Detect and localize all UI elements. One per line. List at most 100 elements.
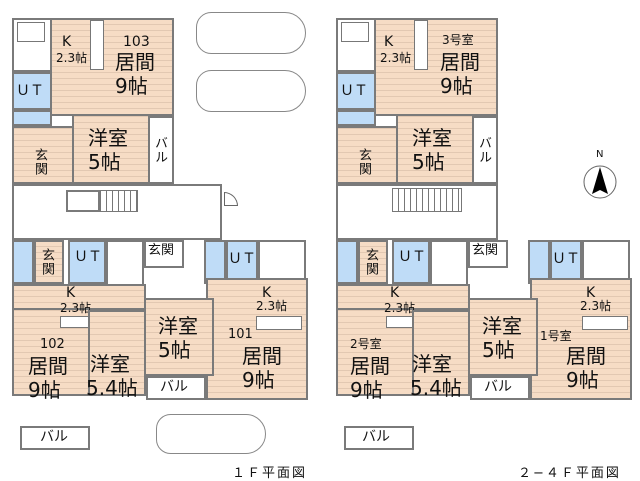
unit-label-2: 2号室 — [350, 337, 382, 351]
living-label: 居間 — [566, 344, 606, 368]
balcony-1 — [470, 376, 530, 400]
western-room-size: 5帖 — [412, 150, 445, 174]
ut-label: ＵＴ — [16, 83, 44, 99]
kitchen-size: 2.3帖 — [60, 301, 92, 315]
entrance-label: 玄関 — [363, 248, 378, 276]
entrance-101 — [144, 240, 184, 268]
living-size: 9帖 — [115, 74, 148, 98]
toilet-2 — [336, 240, 358, 284]
western-room-101 — [144, 298, 214, 376]
western-room-label: 洋室 — [482, 314, 522, 338]
north-arrow-icon — [583, 165, 617, 199]
western-room-102 — [88, 310, 146, 396]
living-size: 9帖 — [566, 368, 599, 392]
staircase — [100, 190, 138, 212]
entrance-label: 玄関 — [472, 243, 499, 258]
plan-caption-1f: １Ｆ平面図 — [232, 466, 308, 481]
western-room-label: 洋室 — [90, 352, 130, 376]
kitchen-size: 2.3帖 — [580, 299, 612, 313]
ut-label: ＵＴ — [398, 249, 426, 265]
living-label: 居間 — [28, 354, 68, 378]
entrance-102 — [34, 240, 64, 284]
living-size: 9帖 — [242, 368, 275, 392]
living-size: 9帖 — [440, 74, 473, 98]
balcony-label: バル — [362, 429, 390, 445]
bathroom-2 — [430, 240, 468, 286]
ut-2 — [392, 240, 430, 284]
kitchen-size: 2.3帖 — [380, 51, 412, 65]
kitchen-size: 2.3帖 — [384, 301, 416, 315]
kitchen-sink-icon — [256, 316, 302, 330]
western-room-2 — [412, 310, 470, 396]
unit-label-102: 102 — [40, 337, 65, 352]
unit-label-103: 103 — [123, 34, 150, 50]
balcony-label: バル — [40, 429, 68, 445]
entrance-label: 玄関 — [148, 243, 175, 258]
entrance-hall-103 — [12, 126, 74, 184]
balcony-3 — [472, 116, 498, 184]
balcony-103 — [148, 116, 174, 184]
compass-label: N — [596, 149, 604, 160]
kitchen-label: K — [66, 285, 76, 301]
kitchen-label: K — [586, 285, 596, 301]
kitchen-102 — [12, 284, 146, 310]
bathtub-icon — [17, 22, 45, 42]
kitchen-label: K — [384, 34, 394, 50]
entrance-1 — [468, 240, 508, 268]
western-room-103 — [72, 114, 150, 184]
car-icon — [156, 414, 266, 454]
western-room-size: 5.4帖 — [86, 376, 138, 400]
western-room-label: 洋室 — [158, 314, 198, 338]
western-room-label: 洋室 — [412, 126, 452, 150]
kitchen-sink-icon — [90, 20, 104, 70]
western-room-3 — [396, 114, 474, 184]
ut-label: ＵＴ — [74, 249, 102, 265]
western-room-size: 5帖 — [88, 150, 121, 174]
entrance-label: 玄関 — [356, 148, 371, 176]
ut-102 — [68, 240, 106, 284]
toilet-103 — [12, 110, 52, 126]
balcony-101 — [146, 376, 206, 400]
staircase — [392, 188, 462, 212]
living-1 — [530, 278, 632, 400]
kitchen-sink-icon — [414, 20, 428, 70]
western-room-size: 5.4帖 — [410, 376, 462, 400]
plan-caption-2-4f: ２−４Ｆ平面図 — [518, 466, 621, 481]
kitchen-label: K — [62, 34, 72, 50]
living-label: 居間 — [440, 50, 480, 74]
kitchen-2 — [336, 284, 470, 310]
floor-plan-1f: ＵＴ K 2.3帖 103 居間 9帖 玄関 洋室 5帖 バル 玄関 ＵＴ K … — [0, 0, 320, 481]
toilet-3 — [336, 110, 376, 126]
unit-label-1: 1号室 — [540, 329, 572, 343]
living-size: 9帖 — [28, 378, 61, 402]
entrance-hall-3 — [336, 126, 398, 184]
unit-label-101: 101 — [228, 327, 253, 342]
storage — [66, 190, 100, 212]
kitchen-sink-icon — [582, 316, 628, 330]
balcony-label: バル — [484, 379, 512, 395]
kitchen-size: 2.3帖 — [256, 299, 288, 313]
balcony-label: バル — [476, 136, 491, 164]
living-label: 居間 — [350, 354, 390, 378]
western-room-size: 5帖 — [482, 338, 515, 362]
unit-label-3: 3号室 — [442, 33, 474, 47]
balcony-102 — [20, 426, 90, 450]
car-icon — [196, 70, 306, 112]
western-room-1 — [468, 298, 538, 376]
balcony-label: バル — [160, 379, 188, 395]
compass: N — [582, 150, 622, 202]
bathroom-102 — [106, 240, 144, 286]
living-size: 9帖 — [350, 378, 383, 402]
kitchen-label: K — [390, 285, 400, 301]
living-label: 居間 — [115, 50, 155, 74]
living-label: 居間 — [242, 344, 282, 368]
kitchen-label: K — [262, 285, 272, 301]
balcony-label: バル — [152, 136, 167, 164]
kitchen-size: 2.3帖 — [56, 51, 88, 65]
toilet-102 — [12, 240, 34, 284]
bathtub-icon — [341, 22, 369, 42]
living-101 — [206, 278, 308, 400]
balcony-2 — [344, 426, 414, 450]
living-103 — [50, 18, 174, 116]
